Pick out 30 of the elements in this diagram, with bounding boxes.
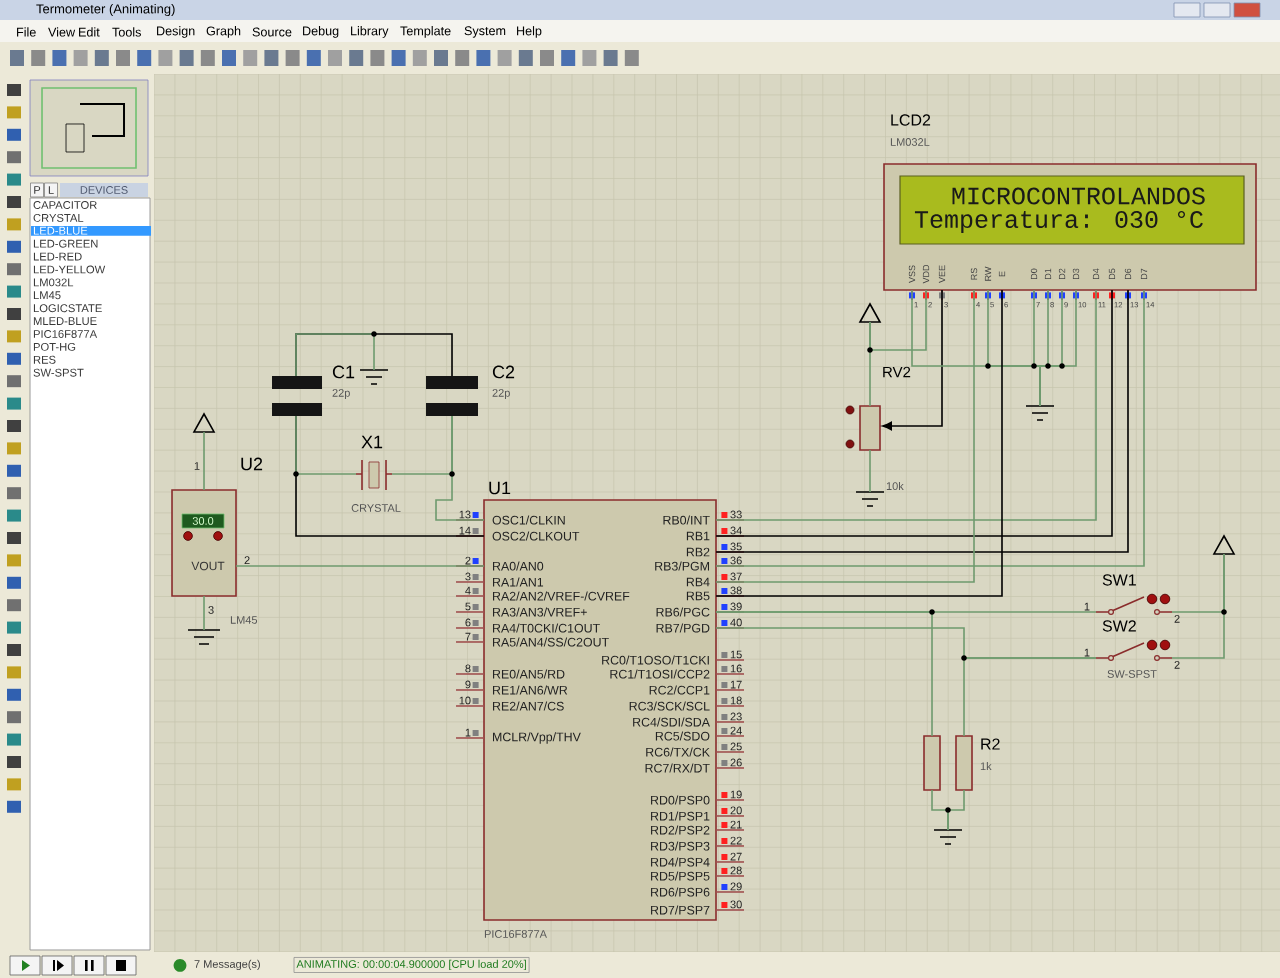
component-label: SW1 [1102, 574, 1136, 586]
wire [869, 289, 927, 351]
component-label: C1 [332, 365, 355, 379]
wire [882, 289, 943, 431]
component-label: C2 [492, 365, 515, 379]
wire [295, 333, 375, 377]
wire [963, 657, 1097, 737]
wire [391, 415, 453, 475]
component-label: SW2 [1102, 620, 1136, 632]
wire [947, 789, 965, 831]
component-label: U1 [489, 481, 511, 495]
wire [203, 431, 205, 491]
wire [203, 595, 205, 631]
component-label: U2 [241, 457, 263, 471]
ground-symbol [359, 369, 389, 385]
ground-symbol [1025, 405, 1055, 421]
ground-symbol [933, 829, 963, 845]
ground-symbol [187, 629, 221, 645]
wire [715, 611, 933, 737]
resistor-symbol [923, 735, 941, 791]
wire [235, 565, 485, 567]
component-label: LCD2 [891, 114, 931, 126]
wire [869, 449, 871, 493]
wire [1171, 553, 1225, 659]
wire [869, 321, 871, 407]
component-label: R2 [981, 738, 1000, 750]
component-label: X1 [361, 435, 383, 449]
wire [295, 415, 357, 475]
ground-symbol [855, 491, 885, 507]
wire [1039, 289, 1077, 407]
